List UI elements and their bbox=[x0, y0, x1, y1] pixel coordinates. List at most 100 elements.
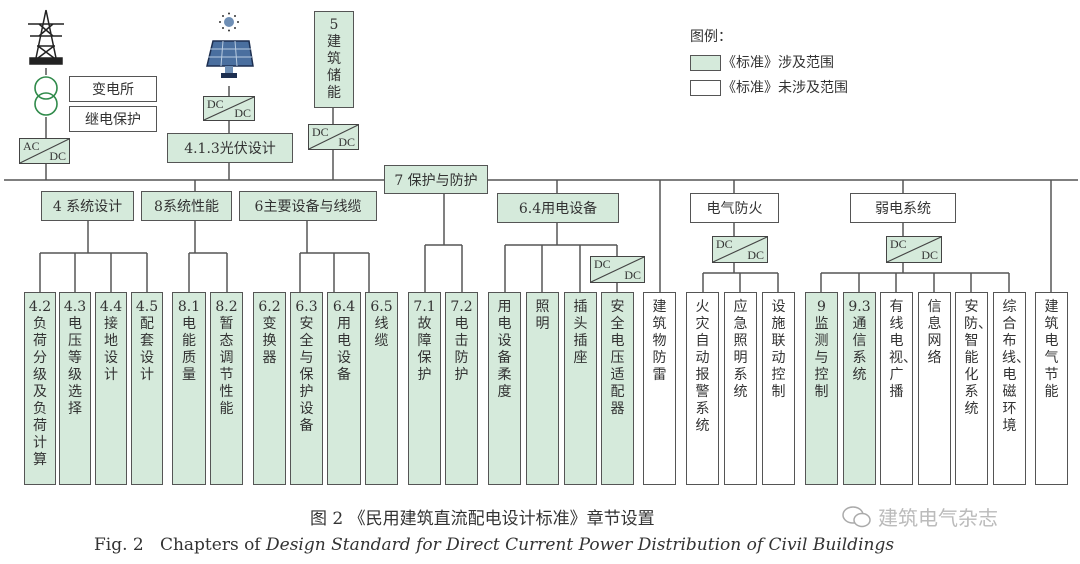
system-performance-node: 8系统性能 bbox=[141, 191, 232, 221]
chapter-box: 插头插座 bbox=[564, 292, 597, 485]
chapter-title: 监测与控制 bbox=[814, 316, 829, 400]
chapter-title: 有线电视、广播 bbox=[889, 299, 917, 400]
caption-en-title: Design Standard for Direct Current Power… bbox=[266, 535, 895, 555]
chapter-title: 负荷分级及负荷计算 bbox=[33, 316, 47, 468]
chapter-box: 有线电视、广播 bbox=[880, 292, 917, 485]
chapter-title: 建筑物防雷 bbox=[652, 299, 667, 383]
chapter-title: 设施联动控制 bbox=[771, 299, 786, 400]
chapter-title: 接地设计 bbox=[104, 316, 118, 383]
caption-en-prefix: Fig. 2 Chapters of bbox=[94, 535, 267, 555]
chapter-title: 安防、智能化系统 bbox=[964, 299, 992, 417]
chapter-number: 6.2 bbox=[258, 299, 281, 315]
chapter-title: 安全电压适配器 bbox=[610, 299, 625, 417]
watermark-text: 建筑电气杂志 bbox=[878, 506, 998, 530]
chapter-title: 配套设计 bbox=[140, 316, 154, 383]
chapter-title: 电击防护 bbox=[454, 316, 469, 383]
pv-design-box: 4.1.3光伏设计 bbox=[167, 133, 293, 163]
fire-prevention-node: 电气防火 bbox=[690, 193, 779, 223]
chapter-number: 6.3 bbox=[295, 299, 318, 315]
legend-not-covered-swatch bbox=[690, 80, 721, 96]
chapter-number: 8.1 bbox=[177, 299, 201, 315]
watermark: 建筑电气杂志 bbox=[842, 502, 998, 531]
chapter-number: 7.1 bbox=[413, 299, 436, 315]
converter-out-label: DC bbox=[921, 248, 938, 262]
chapter-box: 安全电压适配器 bbox=[601, 292, 634, 485]
chapter-box: 安防、智能化系统 bbox=[955, 292, 992, 485]
chapter-box: 用电设备柔度 bbox=[488, 292, 521, 485]
chapter-title: 照明 bbox=[535, 299, 550, 332]
system-design-node: 4 系统设计 bbox=[41, 191, 134, 221]
chapter-box: 信息网络 bbox=[918, 292, 951, 485]
chapter-title: 用电设备柔度 bbox=[497, 299, 512, 400]
fire-dc-dc-converter: DC DC bbox=[712, 236, 768, 263]
chapter-number: 9 bbox=[817, 299, 826, 315]
wechat-icon bbox=[842, 505, 871, 527]
converter-in-label: DC bbox=[716, 237, 733, 251]
chapter-title: 电能质量 bbox=[182, 316, 196, 383]
legend-covered-label: 《标准》涉及范围 bbox=[722, 55, 834, 71]
chapter-box: 综合布线、电磁环境 bbox=[993, 292, 1030, 485]
converter-in-label: AC bbox=[23, 139, 40, 153]
transmission-tower-icon bbox=[28, 9, 64, 65]
chapter-title: 暂态调节性能 bbox=[219, 316, 234, 417]
converter-in-label: DC bbox=[890, 237, 907, 251]
chapter-title: 电压等级选择 bbox=[68, 316, 82, 417]
main-equipment-node: 6主要设备与线缆 bbox=[239, 191, 377, 221]
chapter-title: 故障保护 bbox=[417, 316, 432, 383]
converter-in-label: DC bbox=[207, 97, 224, 111]
chapter-number: 4.4 bbox=[99, 299, 123, 315]
chapter-title: 火灾自动报警系统 bbox=[695, 299, 710, 434]
chapter-title: 应急照明系统 bbox=[733, 299, 748, 400]
weak-current-node: 弱电系统 bbox=[850, 193, 956, 223]
converter-out-label: DC bbox=[234, 106, 251, 120]
building-storage-box: 5建筑储能 bbox=[314, 11, 354, 108]
converter-in-label: DC bbox=[312, 125, 329, 139]
chapter-number: 6.4 bbox=[332, 299, 356, 315]
chapter-box: 建筑电气节能 bbox=[1035, 292, 1068, 485]
chapter-number: 4.3 bbox=[63, 299, 87, 315]
chapter-box: 建筑物防雷 bbox=[643, 292, 676, 485]
chapter-title: 建筑电气节能 bbox=[1044, 299, 1059, 400]
chapter-box: 设施联动控制 bbox=[762, 292, 795, 485]
legend-title: 图例： bbox=[690, 29, 732, 45]
transformer-icon bbox=[34, 76, 58, 116]
chapter-number: 4.2 bbox=[28, 299, 52, 315]
chapter-number: 9.3 bbox=[848, 299, 871, 315]
converter-out-label: DC bbox=[624, 268, 641, 282]
converter-out-label: DC bbox=[338, 135, 355, 149]
caption-en: Fig. 2 Chapters of Design Standard for D… bbox=[94, 535, 894, 555]
converter-out-label: DC bbox=[747, 248, 764, 262]
converter-in-label: DC bbox=[594, 257, 611, 271]
chapter-box: 火灾自动报警系统 bbox=[686, 292, 719, 485]
legend-not-covered-label: 《标准》未涉及范围 bbox=[722, 80, 848, 96]
legend-covered-swatch bbox=[690, 55, 721, 71]
chapter-title: 线缆 bbox=[374, 316, 389, 349]
chapter-box: 应急照明系统 bbox=[724, 292, 757, 485]
chapter-title: 安全与保护设备 bbox=[299, 316, 314, 434]
relay-protection-box: 继电保护 bbox=[69, 106, 157, 132]
protection-node: 7 保护与防护 bbox=[384, 165, 488, 194]
electrical-equipment-node: 6.4用电设备 bbox=[497, 193, 619, 223]
chapter-number: 8.2 bbox=[215, 299, 238, 315]
ac-dc-converter: AC DC bbox=[19, 138, 70, 164]
chapter-title: 信息网络 bbox=[927, 299, 942, 366]
storage-dc-dc-converter: DC DC bbox=[308, 124, 359, 150]
substation-box: 变电所 bbox=[69, 76, 157, 102]
chapter-number: 6.5 bbox=[370, 299, 393, 315]
chapter-title: 用电设备 bbox=[337, 316, 351, 383]
converter-out-label: DC bbox=[49, 149, 66, 163]
